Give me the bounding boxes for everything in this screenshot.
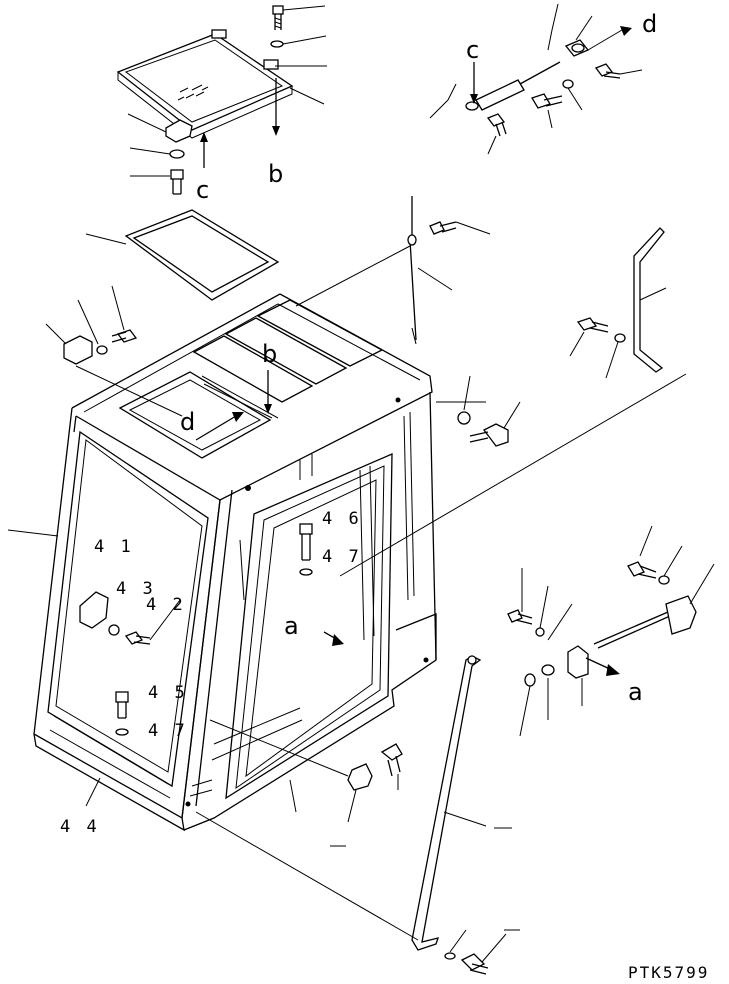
view-ref-d-right: d xyxy=(642,10,657,38)
label-part-47a: 4 7 xyxy=(322,547,362,567)
view-ref-a-right: a xyxy=(628,678,643,706)
roof-hatch-assembly xyxy=(116,5,327,195)
labels: 4 1 4 2 4 3 4 4 4 5 4 6 4 7 4 7 a a b b … xyxy=(60,10,709,982)
view-ref-c-right: c xyxy=(466,36,479,64)
label-part-43: 4 3 xyxy=(116,579,156,599)
label-part-41: 4 1 xyxy=(94,537,134,557)
cab-frame xyxy=(7,293,437,832)
label-part-44: 4 4 xyxy=(60,817,100,837)
handrail-upper xyxy=(569,227,667,379)
phantom-assembly-lines xyxy=(75,245,687,941)
drawing-code: PTK5799 xyxy=(628,963,709,982)
lock-rod-assembly xyxy=(407,196,491,345)
label-part-42: 4 2 xyxy=(146,595,186,615)
view-ref-a-center: a xyxy=(284,612,299,640)
label-part-46: 4 6 xyxy=(322,509,362,529)
label-part-47b: 4 7 xyxy=(148,721,188,741)
handrail-lower xyxy=(347,655,507,975)
view-ref-b-roof: b xyxy=(262,340,277,368)
left-bracket-parts xyxy=(45,285,138,365)
view-ref-d-roof: d xyxy=(180,408,195,436)
hatch-seal-ring xyxy=(85,209,280,301)
view-ref-b-top: b xyxy=(268,160,283,188)
view-ref-c-left: c xyxy=(196,176,209,204)
gas-spring-assembly xyxy=(429,3,643,155)
label-part-45: 4 5 xyxy=(148,683,188,703)
right-hinge-parts xyxy=(457,375,715,737)
